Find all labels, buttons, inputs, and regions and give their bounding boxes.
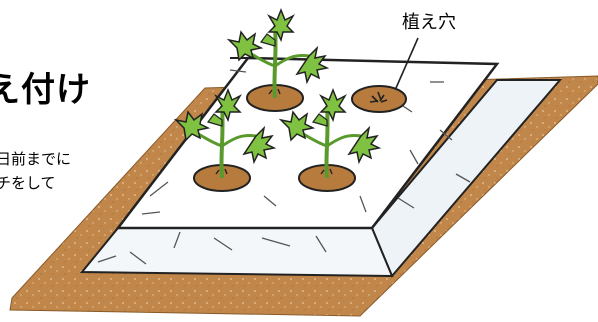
note-line-1: 日前までに (0, 150, 72, 168)
hole-leader-line (395, 37, 419, 89)
planting-hole-label: 植え穴 (402, 12, 456, 33)
seedling-icon (278, 87, 382, 192)
seedling-icon (173, 87, 277, 192)
planting-hole-icon (351, 85, 407, 113)
mulch-side-front (79, 227, 394, 278)
seedling-icon (226, 7, 330, 112)
note-line-2: チをして (0, 174, 56, 192)
heading-text: え付け (0, 70, 91, 110)
